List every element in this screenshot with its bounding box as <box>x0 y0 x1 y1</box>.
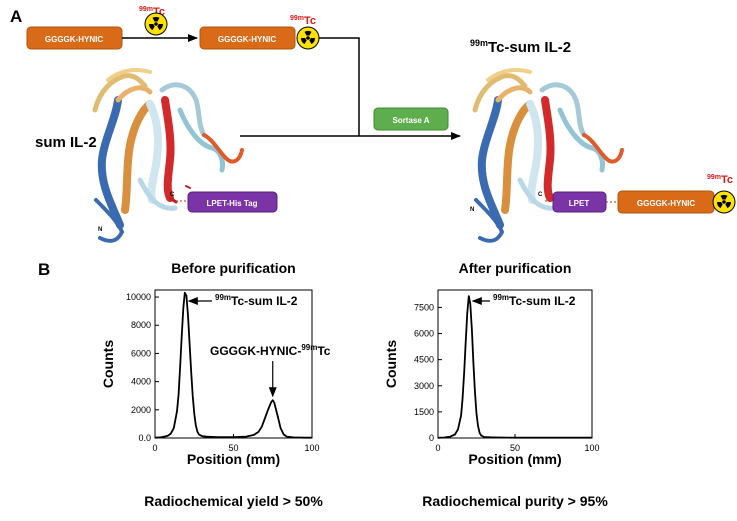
x-tick-label: 100 <box>584 443 599 453</box>
svg-text:99mTc: 99mTc <box>707 174 733 186</box>
x-tick-label: 0 <box>152 443 157 453</box>
y-tick-label: 0 <box>429 433 434 443</box>
chart-footer: Radiochemical purity > 95% <box>422 493 608 509</box>
y-tick-label: 2000 <box>131 405 151 415</box>
x-tick-label: 100 <box>304 443 319 453</box>
x-tick-label: 0 <box>435 443 440 453</box>
y-tick-label: 6000 <box>131 348 151 358</box>
panel-b-label: B <box>38 260 50 279</box>
y-axis-label: Counts <box>100 340 116 388</box>
svg-text:99mTc: 99mTc <box>290 15 316 27</box>
x-tick-label: 50 <box>510 443 520 453</box>
his-tag-box <box>187 191 278 213</box>
y-tick-label: 8000 <box>131 320 151 330</box>
y-axis-label: Counts <box>383 340 399 388</box>
y-tick-label: 7500 <box>414 302 434 312</box>
sortase-box <box>373 107 449 131</box>
protein-structure-left <box>92 68 244 243</box>
panel-a-label: A <box>10 7 22 26</box>
y-tick-label: 0.0 <box>138 433 151 443</box>
x-tick-label: 50 <box>228 443 238 453</box>
lpet-box-text: LPET <box>569 199 590 208</box>
plot-frame <box>154 289 313 439</box>
sortase-box-text: Sortase A <box>392 116 429 125</box>
protein-label: sum IL-2 <box>35 134 97 151</box>
x-axis-label: Position (mm) <box>468 451 561 467</box>
linker-box-2-text: GGGGK-HYNIC <box>218 35 276 44</box>
y-tick-label: 4500 <box>414 355 434 365</box>
radiation-icon <box>296 26 320 50</box>
linker-box-2 <box>199 26 296 50</box>
series-line <box>154 291 312 439</box>
connector-line <box>319 37 360 136</box>
y-tick-label: 10000 <box>126 292 151 302</box>
chart-title: After purification <box>459 260 572 276</box>
chart-footer: Radiochemical yield > 50% <box>144 493 323 509</box>
isotope-sup: 99m <box>139 6 153 13</box>
radiation-icon <box>712 190 736 214</box>
n-terminus-label: N <box>470 207 474 213</box>
y-tick-label: 4000 <box>131 377 151 387</box>
isotope-label-3: 99mTc <box>707 174 733 186</box>
his-tag-box-text: LPET-His Tag <box>207 199 258 208</box>
chart-title: Before purification <box>171 260 295 276</box>
annotation-label: 99mTc-sum IL-2 <box>493 293 576 308</box>
y-tick-label: 1500 <box>414 407 434 417</box>
product-title: 99mTc-sum IL-2 <box>470 38 571 56</box>
y-tick-label: 3000 <box>414 381 434 391</box>
c-terminus-label: C <box>538 192 543 198</box>
x-axis-label: Position (mm) <box>187 451 280 467</box>
linker-box-1-text: GGGGK-HYNIC <box>45 35 103 44</box>
chart-before-purification: Before purification 0.0 2000 4000 6000 8000 10… <box>100 260 331 509</box>
isotope-label-2: 99mTc <box>290 15 316 27</box>
y-tick-label: 6000 <box>414 329 434 339</box>
protein-structure-right <box>472 68 624 243</box>
series-line <box>437 295 592 439</box>
chart-after-purification: After purification 0 1500 3000 4500 6000 7500 0… <box>383 260 608 509</box>
n-terminus-label: N <box>98 227 102 233</box>
annotation-label: 99mTc-sum IL-2 <box>215 293 298 308</box>
annotation-label: GGGGK-HYNIC-99mTc <box>210 343 331 358</box>
radiation-icon <box>144 12 168 36</box>
c-terminus-label: C <box>170 192 175 198</box>
linker-box-3-text: GGGGK-HYNIC <box>637 199 695 208</box>
